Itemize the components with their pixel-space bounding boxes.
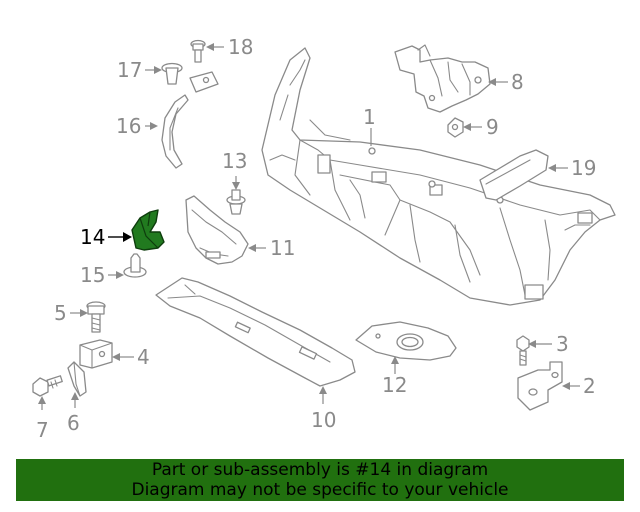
svg-text:10: 10 (311, 408, 336, 432)
callout-1: 1 (363, 105, 376, 146)
svg-text:9: 9 (486, 115, 499, 139)
callout-5: 5 (54, 301, 88, 325)
svg-text:5: 5 (54, 301, 67, 325)
push-pin-part-15 (123, 253, 147, 278)
callout-10: 10 (311, 386, 336, 432)
svg-text:17: 17 (117, 58, 142, 82)
deflector-part-10 (155, 277, 356, 387)
svg-text:3: 3 (556, 332, 569, 356)
bracket-part-6 (67, 361, 87, 397)
banner-line-1: Part or sub-assembly is #14 in diagram (151, 460, 489, 480)
callout-11: 11 (248, 236, 295, 260)
highlighted-bracket-part-14[interactable] (131, 209, 165, 251)
push-pin-part-13 (226, 189, 246, 215)
callout-7: 7 (36, 396, 49, 442)
svg-text:14: 14 (80, 225, 105, 249)
clip-part-17 (161, 62, 183, 85)
banner-line-2: Diagram may not be specific to your vehi… (131, 480, 509, 500)
svg-text:16: 16 (116, 114, 141, 138)
bolt-part-3 (516, 335, 530, 366)
callout-14[interactable]: 14 (80, 225, 132, 249)
callout-13: 13 (222, 149, 247, 190)
svg-text:2: 2 (583, 374, 596, 398)
callout-2: 2 (562, 374, 596, 398)
callout-19: 19 (548, 156, 596, 180)
radiator-support-part (261, 47, 616, 306)
svg-text:13: 13 (222, 149, 247, 173)
svg-text:7: 7 (36, 418, 49, 442)
panel-part-19 (479, 149, 549, 201)
callout-9: 9 (463, 115, 499, 139)
callout-8: 8 (488, 70, 524, 94)
svg-text:8: 8 (511, 70, 524, 94)
svg-text:12: 12 (382, 373, 407, 397)
svg-text:19: 19 (571, 156, 596, 180)
plate-part-12 (355, 321, 457, 361)
callout-1-label: 1 (363, 105, 376, 129)
svg-text:18: 18 (228, 35, 253, 59)
svg-text:6: 6 (67, 411, 80, 435)
callout-17: 17 (117, 58, 162, 82)
callout-12: 12 (382, 356, 407, 397)
screw-part-18 (190, 39, 206, 63)
callout-3: 3 (528, 332, 569, 356)
nut-part-9 (447, 117, 464, 138)
bracket-part-2 (517, 361, 563, 411)
bracket-part-8 (394, 44, 491, 113)
callout-18: 18 (206, 35, 253, 59)
svg-text:15: 15 (80, 263, 105, 287)
deflector-part-11 (185, 195, 249, 265)
svg-text:11: 11 (270, 236, 295, 260)
bracket-part-4 (79, 339, 113, 369)
bolt-part-5 (86, 301, 106, 333)
callout-15: 15 (80, 263, 124, 287)
mount-bracket-part (189, 71, 219, 93)
info-banner: Part or sub-assembly is #14 in diagram D… (16, 459, 624, 501)
svg-text:4: 4 (137, 345, 150, 369)
callout-4: 4 (112, 345, 150, 369)
callout-6: 6 (67, 392, 80, 435)
strip-part-16 (161, 94, 189, 169)
bolt-part-7 (32, 375, 63, 397)
callout-16: 16 (116, 114, 158, 138)
